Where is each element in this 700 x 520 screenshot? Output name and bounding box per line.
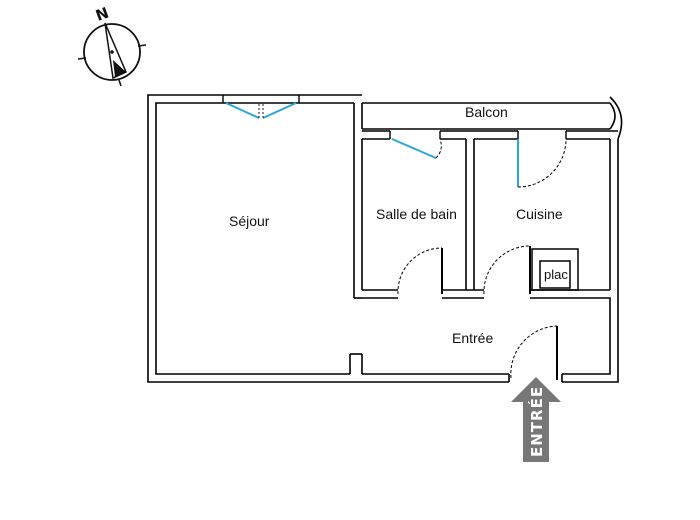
room-label-cuisine: Cuisine xyxy=(516,206,563,222)
kitchen-window xyxy=(517,131,567,188)
room-label-entree: Entrée xyxy=(452,330,493,346)
compass-ring xyxy=(83,23,141,81)
compass-needle xyxy=(104,22,127,80)
entrance-door xyxy=(508,325,563,382)
bathroom-door xyxy=(397,247,443,295)
compass-tick-east xyxy=(137,44,147,47)
compass-north-label: N xyxy=(93,4,111,25)
placard xyxy=(531,248,579,291)
compass: N xyxy=(77,4,147,87)
placard-label: plac xyxy=(544,267,568,282)
room-label-salle-de-bain: Salle de bain xyxy=(376,206,457,222)
entrance-arrow-shape xyxy=(511,377,561,462)
interior-walls xyxy=(349,103,618,375)
entrance-arrow-label: ENTRÉE xyxy=(527,386,546,457)
window-leaf-right xyxy=(262,102,297,119)
balcony xyxy=(361,96,623,140)
bathroom-window xyxy=(389,131,442,159)
compass-center xyxy=(110,50,114,54)
compass-tick-west xyxy=(77,57,87,60)
window-leaf-left xyxy=(225,102,260,119)
entrance-arrow: ENTRÉE xyxy=(511,377,561,462)
outer-wall-outline xyxy=(147,94,509,383)
kitchen-door xyxy=(483,245,531,295)
inner-wall-outline xyxy=(155,102,350,375)
sejour-window xyxy=(222,94,300,119)
compass-needle-tip xyxy=(113,60,126,77)
outer-wall-outline-right xyxy=(562,139,619,383)
compass-tick-south xyxy=(118,79,122,87)
outer-walls xyxy=(147,94,619,383)
room-label-sejour: Séjour xyxy=(229,213,270,229)
inner-wall-outline-right xyxy=(562,297,611,375)
room-label-balcon: Balcon xyxy=(465,104,508,120)
